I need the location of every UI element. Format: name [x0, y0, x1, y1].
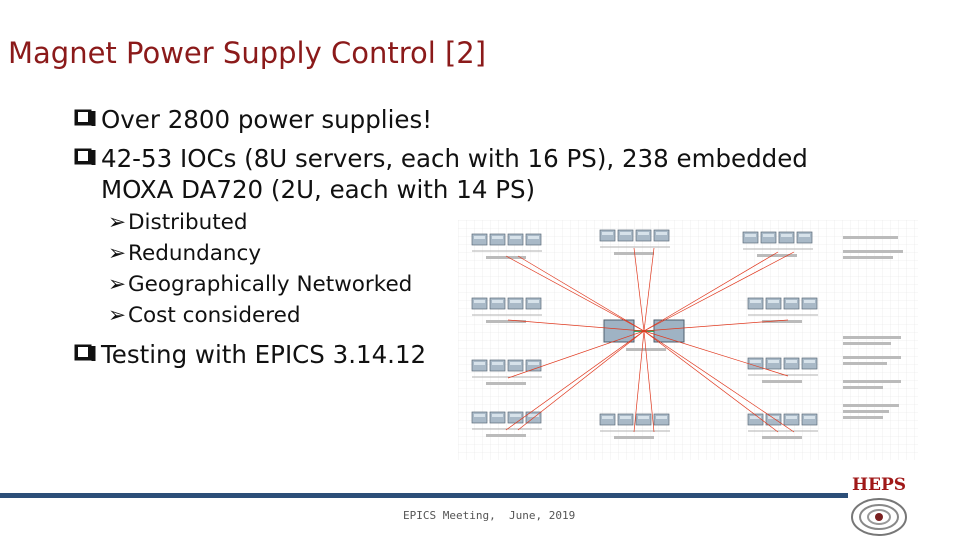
sub-bullet-item: ➢Redundancy [108, 238, 874, 269]
sub-bullet-item: ➢Geographically Networked [108, 269, 874, 300]
bullet-text: 42-53 IOCs (8U servers, each with 16 PS)… [101, 144, 808, 204]
network-topology-diagram [458, 220, 918, 460]
bullet-item: Over 2800 power supplies! [74, 104, 874, 135]
arrow-bullet-icon: ➢ [108, 210, 127, 235]
bullet-item: Testing with EPICS 3.14.12 [74, 339, 874, 370]
sub-bullet-list: ➢Distributed ➢Redundancy ➢Geographically… [108, 207, 874, 331]
heps-logo-text: HEPS [852, 475, 907, 495]
network-links [505, 247, 795, 433]
square-bullet-icon [74, 109, 96, 126]
footer-text: EPICS Meeting, June, 2019 [403, 509, 576, 522]
square-bullet-icon [74, 148, 96, 165]
sub-bullet-text: Geographically Networked [128, 272, 413, 297]
slide-title: Magnet Power Supply Control [2] [8, 36, 487, 70]
arrow-bullet-icon: ➢ [108, 303, 127, 328]
sub-bullet-item: ➢Distributed [108, 207, 874, 238]
bullet-item: 42-53 IOCs (8U servers, each with 16 PS)… [74, 143, 874, 205]
diagram-notes [843, 236, 903, 419]
sub-bullet-text: Distributed [128, 210, 248, 235]
sub-bullet-text: Redundancy [128, 241, 262, 266]
arrow-bullet-icon: ➢ [108, 272, 127, 297]
sub-bullet-text: Cost considered [128, 303, 301, 328]
bullet-list: Over 2800 power supplies! 42-53 IOCs (8U… [74, 104, 874, 370]
square-bullet-icon [74, 344, 96, 361]
bullet-text: Testing with EPICS 3.14.12 [101, 340, 427, 369]
bullet-text: Over 2800 power supplies! [101, 105, 433, 134]
heps-logo-icon [851, 498, 907, 536]
arrow-bullet-icon: ➢ [108, 241, 127, 266]
bottom-divider [0, 493, 848, 498]
sub-bullet-item: ➢Cost considered [108, 300, 874, 331]
